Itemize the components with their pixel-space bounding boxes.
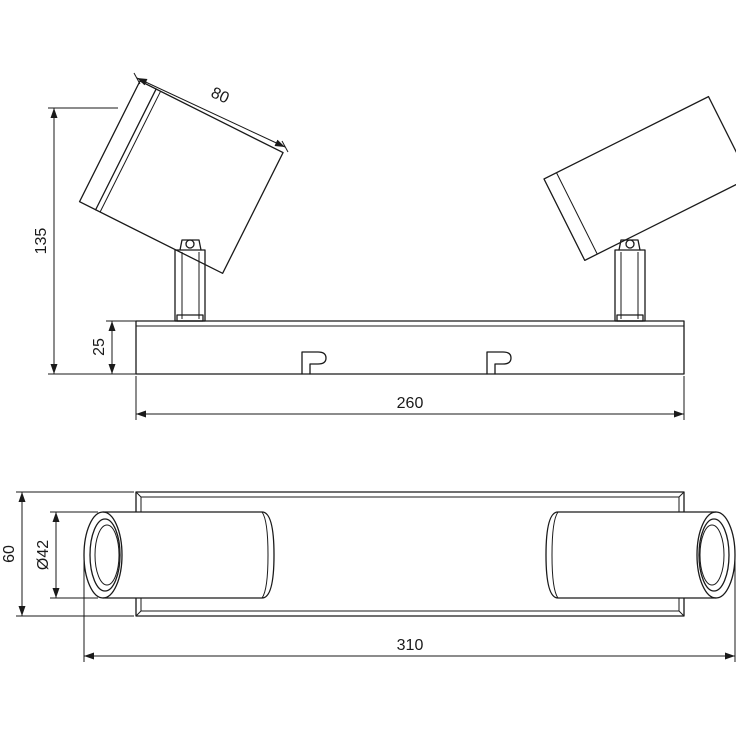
left-spot-top (83, 511, 275, 599)
right-spot-top (545, 511, 736, 599)
right-stem (614, 239, 646, 322)
right-spot-head (543, 95, 736, 262)
dimension-label-total-length: 310 (397, 637, 424, 654)
mounting-slot-right (486, 351, 512, 375)
side-view: 80 135 25 260 (33, 72, 736, 420)
dimension-label-spot-length: 80 (208, 84, 231, 107)
dimension-label-spot-diameter: Ø42 (35, 540, 52, 570)
dimension-label-base-length: 260 (397, 395, 424, 412)
top-view: 60 Ø42 310 (1, 491, 736, 662)
dimension-spot-diameter: Ø42 (35, 511, 98, 599)
dimension-label-base-height: 25 (91, 338, 108, 356)
dimension-label-top-depth: 60 (1, 545, 18, 563)
dimension-label-total-height: 135 (33, 228, 50, 255)
dimension-total-height: 135 (33, 107, 136, 375)
left-stem (174, 239, 206, 322)
mounting-slot-left (301, 351, 327, 375)
base-bar (135, 320, 685, 375)
dimension-spot-length: 80 (133, 72, 289, 153)
dimension-total-length: 310 (83, 560, 736, 662)
dimension-top-depth: 60 (1, 491, 134, 617)
dimension-base-length: 260 (135, 376, 685, 420)
dimension-base-height: 25 (91, 320, 136, 374)
